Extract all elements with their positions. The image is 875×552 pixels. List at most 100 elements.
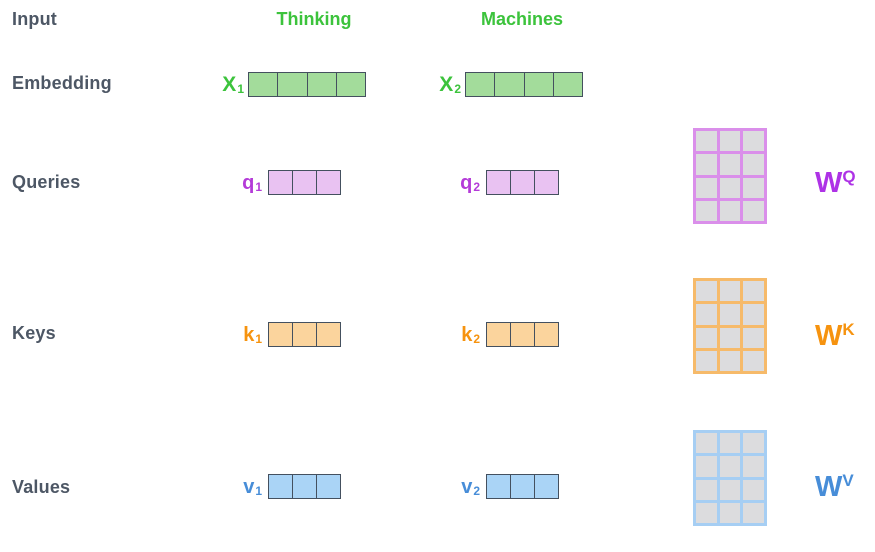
vector-cell — [316, 171, 340, 194]
key-vector-k1 — [268, 322, 341, 347]
vector-cell — [316, 475, 340, 498]
matrix-cell — [719, 502, 741, 523]
matrix-cell — [719, 200, 741, 221]
matrix-cell — [743, 177, 764, 198]
vector-cell — [534, 323, 558, 346]
matrix-cell — [719, 350, 741, 371]
wk-base: W — [815, 319, 842, 352]
wv-base: W — [815, 470, 842, 503]
matrix-cell — [743, 200, 764, 221]
matrix-cell — [696, 350, 717, 371]
embedding-label-x2-base: X — [439, 73, 454, 96]
value-label-v2-sub: 2 — [473, 483, 480, 498]
matrix-cell — [743, 327, 764, 348]
value-vector-v2 — [486, 474, 559, 499]
matrix-cell — [719, 131, 741, 152]
vector-cell — [523, 73, 553, 96]
vector-cell — [494, 73, 524, 96]
wq-sup: Q — [842, 166, 856, 186]
matrix-cell — [719, 154, 741, 175]
matrix-cell — [696, 131, 717, 152]
vector-cell — [510, 475, 534, 498]
vector-cell — [292, 475, 316, 498]
matrix-cell — [696, 200, 717, 221]
weight-matrix-wq — [693, 128, 767, 224]
value-label-v1-base: v — [243, 475, 255, 498]
matrix-cell — [696, 281, 717, 302]
matrix-cell — [719, 177, 741, 198]
matrix-cell — [696, 456, 717, 477]
matrix-cell — [743, 479, 764, 500]
wv-sup: V — [842, 470, 854, 490]
matrix-cell — [719, 479, 741, 500]
vector-cell — [269, 171, 292, 194]
matrix-cell — [743, 502, 764, 523]
matrix-cell — [719, 433, 741, 454]
vector-cell — [552, 73, 582, 96]
matrix-cell — [719, 327, 741, 348]
vector-cell — [306, 73, 336, 96]
token-word-thinking: Thinking — [276, 9, 352, 29]
key-label-k2-sub: 2 — [473, 331, 480, 346]
matrix-cell — [719, 281, 741, 302]
row-label-embedding: Embedding — [12, 73, 112, 93]
embedding-label-x1-base: X — [222, 73, 237, 96]
matrix-cell — [696, 502, 717, 523]
vector-cell — [269, 323, 292, 346]
embedding-vector-x1 — [248, 72, 366, 97]
vector-cell — [269, 475, 292, 498]
vector-cell — [487, 171, 510, 194]
value-label-v2-base: v — [461, 475, 473, 498]
token-word-machines: Machines — [480, 9, 564, 29]
embedding-label-x1-sub: 1 — [237, 81, 244, 96]
value-vector-v1 — [268, 474, 341, 499]
matrix-cell — [696, 479, 717, 500]
wq-base: W — [815, 166, 842, 199]
matrix-cell — [696, 177, 717, 198]
row-label-values: Values — [12, 477, 71, 497]
matrix-cell — [696, 304, 717, 325]
query-label-q2-base: q — [460, 171, 473, 194]
key-label-k1-sub: 1 — [255, 331, 262, 346]
matrix-cell — [743, 154, 764, 175]
query-label-q1-base: q — [242, 171, 255, 194]
vector-cell — [292, 323, 316, 346]
vector-cell — [466, 73, 495, 96]
vector-cell — [487, 323, 510, 346]
matrix-cell — [696, 327, 717, 348]
matrix-cell — [696, 433, 717, 454]
vector-cell — [249, 73, 278, 96]
key-label-k2-base: k — [461, 323, 473, 346]
matrix-cell — [743, 281, 764, 302]
key-label-k1-base: k — [243, 323, 255, 346]
vector-cell — [510, 171, 534, 194]
vector-cell — [534, 171, 558, 194]
vector-cell — [510, 323, 534, 346]
row-label-keys: Keys — [12, 323, 56, 343]
row-label-queries: Queries — [12, 172, 81, 192]
row-label-input: Input — [12, 9, 57, 29]
matrix-cell — [743, 350, 764, 371]
vector-cell — [277, 73, 307, 96]
weight-matrix-wv — [693, 430, 767, 526]
vector-cell — [534, 475, 558, 498]
embedding-vector-x2 — [465, 72, 583, 97]
matrix-cell — [696, 154, 717, 175]
vector-cell — [487, 475, 510, 498]
query-vector-q2 — [486, 170, 559, 195]
key-vector-k2 — [486, 322, 559, 347]
query-vector-q1 — [268, 170, 341, 195]
vector-cell — [292, 171, 316, 194]
matrix-cell — [743, 304, 764, 325]
embedding-label-x2-sub: 2 — [454, 81, 461, 96]
matrix-cell — [719, 304, 741, 325]
